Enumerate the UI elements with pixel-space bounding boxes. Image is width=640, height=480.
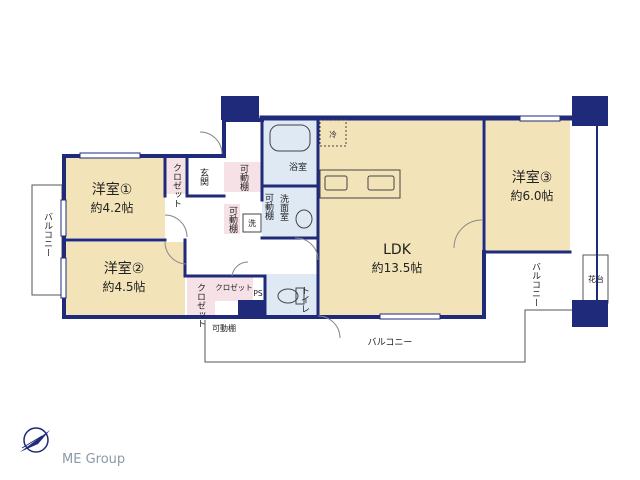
closet3-floor [215, 277, 253, 301]
washer-label: 洗 [248, 218, 256, 228]
washroom-label: 洗面室 [278, 193, 289, 221]
movable-shelf2-label: 可動棚 [227, 206, 238, 234]
movable-shelf-bottom-label: 可動棚 [212, 323, 236, 333]
western2-area: 約4.5帖 [102, 279, 145, 294]
windows [60, 115, 561, 320]
balcony-left-label: バルコニー [42, 212, 53, 257]
closet3-label: クロゼット [215, 282, 253, 292]
closet1-floor [165, 156, 187, 194]
ldk-area: 約13.5帖 [372, 260, 423, 275]
western3-name: 洋室③ [512, 169, 553, 186]
western2-floor [64, 242, 185, 317]
brand-label: ME Group [62, 452, 125, 467]
toilet-label: トイレ [299, 286, 310, 313]
western3-area: 約6.0帖 [510, 188, 553, 203]
bathroom-floor [262, 120, 318, 186]
western1-name: 洋室① [92, 181, 133, 198]
movable-shelf3-label: 可動棚 [263, 193, 274, 221]
balcony-right-label: バルコニー [530, 262, 541, 307]
shelf2-floor [224, 204, 240, 234]
flower-stand-label: 花台 [588, 274, 604, 284]
entrance-label: 玄関 [198, 167, 209, 187]
ldk-name: LDK [383, 242, 412, 258]
ldk-floor [318, 120, 484, 316]
bathroom-label: 浴室 [289, 161, 307, 173]
western2-name: 洋室② [104, 260, 145, 277]
closet1-label: クロゼット [171, 163, 182, 208]
compass-icon [20, 427, 50, 453]
closet2-label: クロゼット [195, 283, 206, 328]
shelf-floor [224, 162, 262, 192]
western1-floor [64, 156, 165, 238]
western3-floor [484, 120, 570, 252]
ps-label: PS [253, 289, 263, 298]
door-swings [164, 131, 483, 339]
toilet-floor [265, 274, 318, 316]
fridge-label: 冷 [329, 129, 337, 139]
closet2-floor [187, 277, 215, 315]
balcony-bottom-label: バルコニー [368, 337, 413, 348]
pillars [221, 96, 608, 327]
fixtures [242, 119, 401, 305]
western1-area: 約4.2帖 [90, 200, 133, 215]
movable-shelf1-label: 可動棚 [238, 164, 249, 192]
